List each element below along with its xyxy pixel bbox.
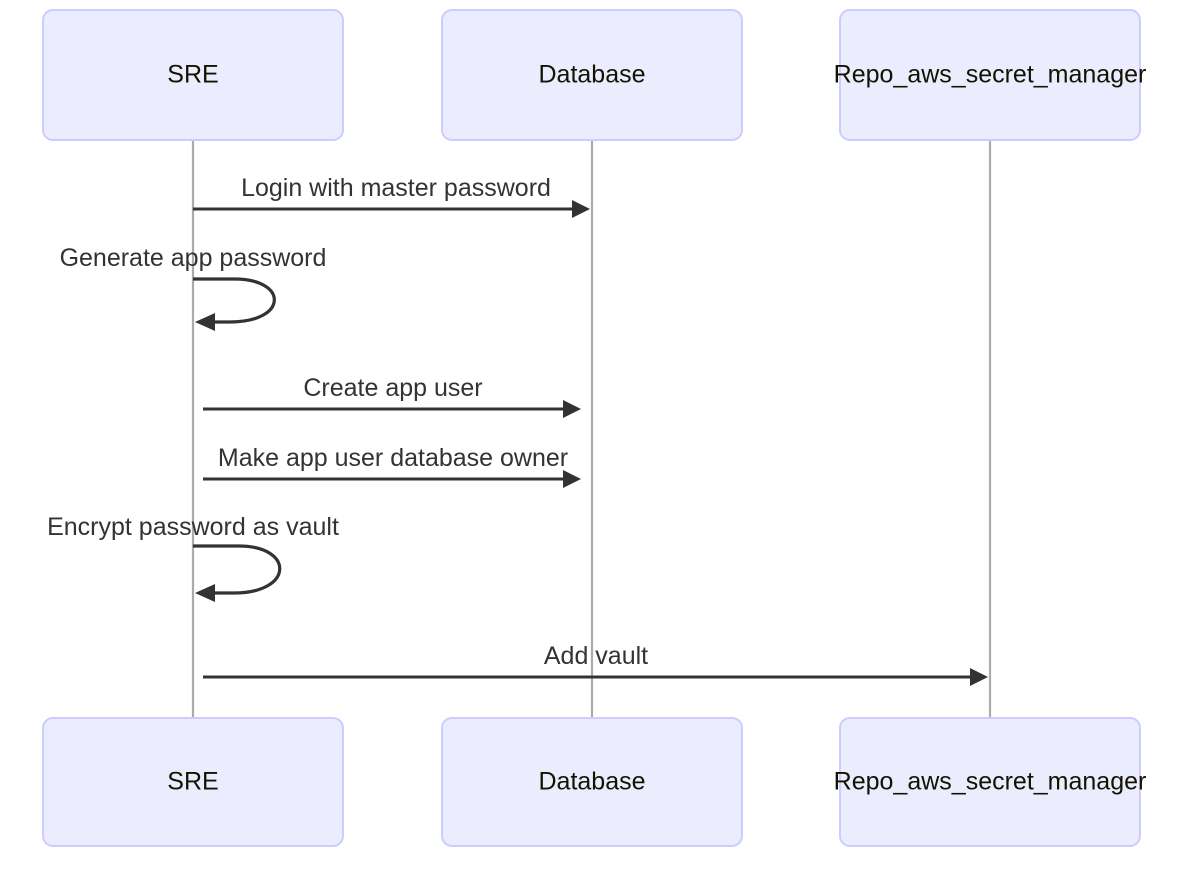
lifelines-layer (191, 140, 992, 718)
actor-label-sre-top: SRE (167, 61, 218, 89)
message-1-login-with-master-password-label: Login with master password (241, 174, 551, 202)
message-2-generate-app-password-arrowhead (195, 313, 215, 331)
message-4-make-app-user-database-owner[interactable] (203, 470, 581, 488)
message-6-add-vault[interactable] (203, 668, 988, 686)
message-5-encrypt-password-as-vault-label: Encrypt password as vault (47, 513, 339, 541)
actor-database-bottom[interactable]: Database (441, 717, 743, 847)
message-6-add-vault-arrowhead (970, 668, 988, 686)
actor-database-top[interactable]: Database (441, 9, 743, 141)
actor-label-sre-bottom: SRE (167, 768, 218, 796)
actor-box-repo_aws_secret_manager-bottom[interactable] (839, 717, 1141, 847)
actor-label-database-top: Database (538, 61, 645, 89)
actor-repo_aws_secret_manager-top[interactable]: Repo_aws_secret_manager (834, 9, 1147, 141)
actor-box-sre-bottom[interactable] (42, 717, 344, 847)
actor-repo_aws_secret_manager-bottom[interactable]: Repo_aws_secret_manager (834, 717, 1147, 847)
message-1-login-with-master-password-arrowhead (572, 200, 590, 218)
actor-label-repo_aws_secret_manager-top: Repo_aws_secret_manager (834, 61, 1147, 89)
message-2-generate-app-password-label: Generate app password (60, 244, 327, 272)
message-3-create-app-user-arrowhead (563, 400, 581, 418)
message-2-generate-app-password[interactable] (193, 277, 276, 331)
actor-box-database-bottom[interactable] (441, 717, 743, 847)
messages-layer (193, 200, 988, 686)
message-4-make-app-user-database-owner-arrowhead (563, 470, 581, 488)
message-4-make-app-user-database-owner-label: Make app user database owner (218, 444, 568, 472)
actor-sre-bottom[interactable]: SRE (42, 717, 344, 847)
actors-bottom-layer: SRE Database Repo_aws_secret_manager (42, 717, 1147, 847)
message-5-encrypt-password-as-vault[interactable] (193, 544, 282, 602)
actor-sre-top[interactable]: SRE (42, 9, 344, 141)
message-2-generate-app-password-loop-path (193, 277, 276, 324)
message-5-encrypt-password-as-vault-loop-path (193, 544, 282, 595)
actor-box-sre-top[interactable] (42, 9, 344, 141)
message-5-encrypt-password-as-vault-arrowhead (195, 584, 215, 602)
actors-top-layer: SRE Database Repo_aws_secret_manager (42, 9, 1147, 141)
message-1-login-with-master-password[interactable] (193, 200, 590, 218)
actor-box-database-top[interactable] (441, 9, 743, 141)
message-3-create-app-user[interactable] (203, 400, 581, 418)
actor-label-repo_aws_secret_manager-bottom: Repo_aws_secret_manager (834, 768, 1147, 796)
actor-box-repo_aws_secret_manager-top[interactable] (839, 9, 1141, 141)
message-6-add-vault-label: Add vault (544, 642, 648, 670)
actor-label-database-bottom: Database (538, 768, 645, 796)
message-3-create-app-user-label: Create app user (303, 374, 482, 402)
